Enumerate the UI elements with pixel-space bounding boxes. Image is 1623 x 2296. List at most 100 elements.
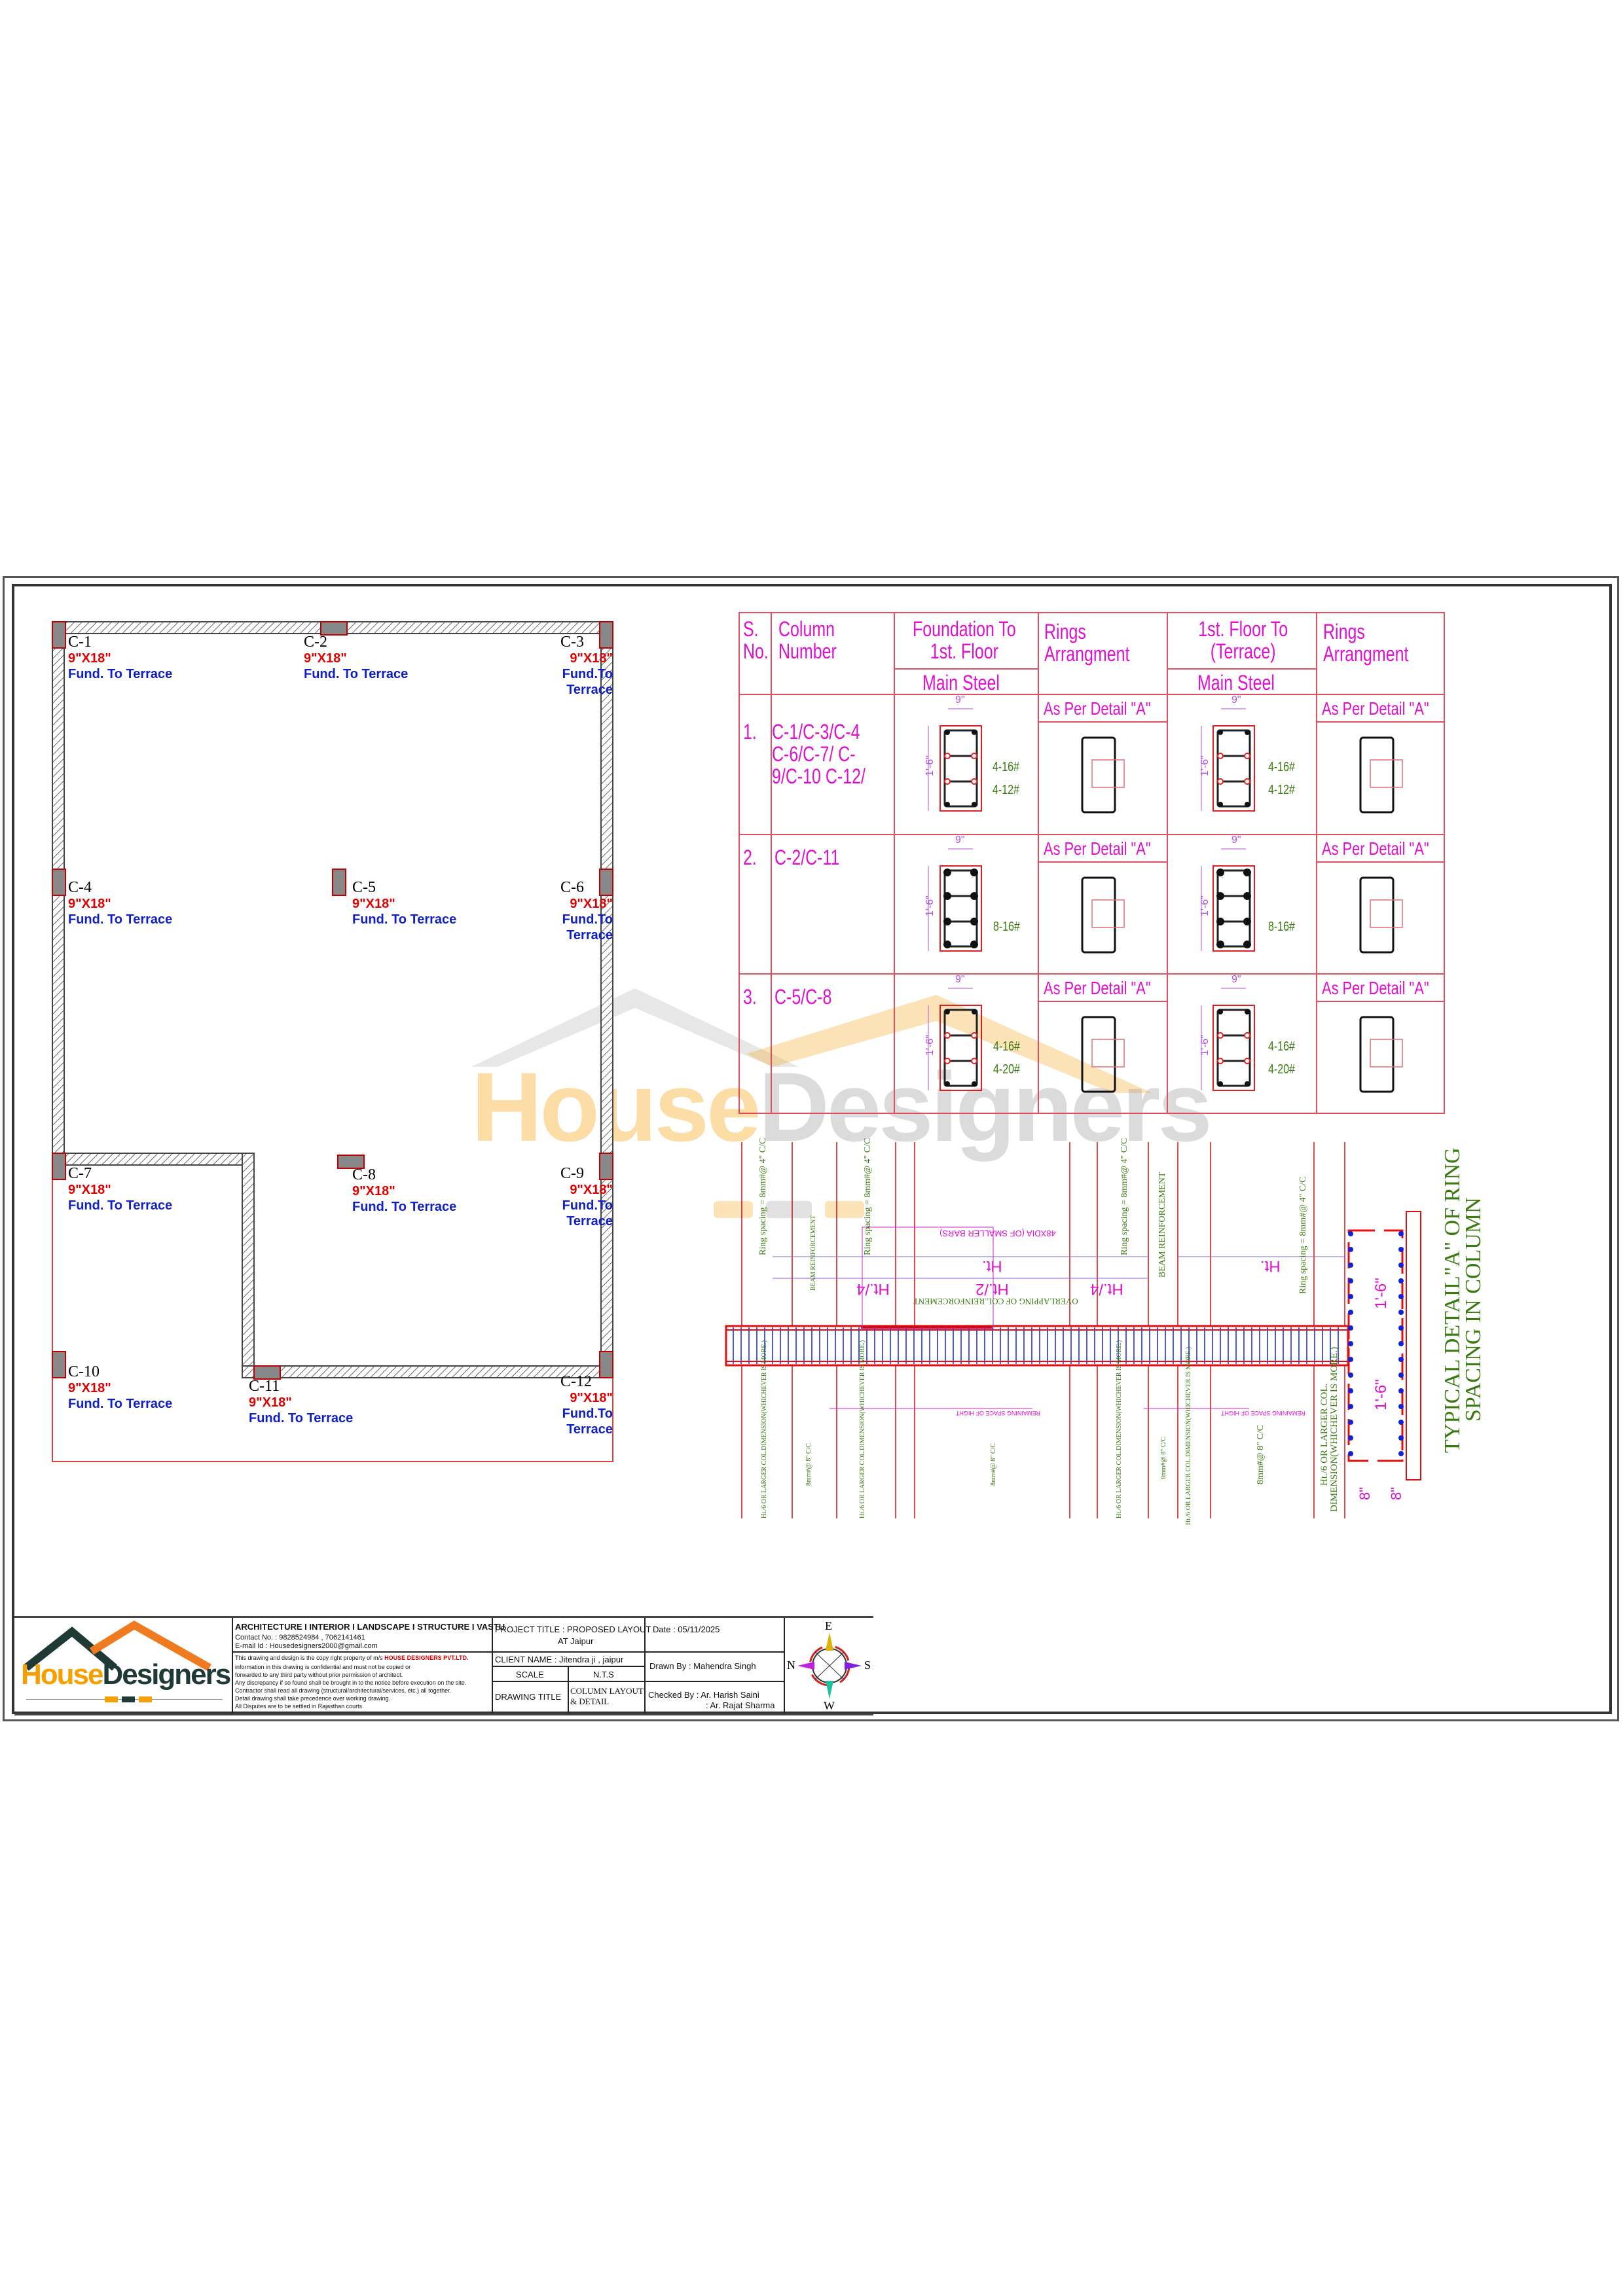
watermark-brand-a: House bbox=[471, 1052, 761, 1162]
rebar bbox=[1217, 753, 1224, 759]
column-id: C-9 bbox=[560, 1165, 584, 1182]
detail-drawing bbox=[725, 1142, 1421, 1518]
ring-note: As Per Detail "A" bbox=[1044, 838, 1151, 859]
column-section bbox=[1201, 708, 1255, 812]
spacing8-label: 8mm#@ 8" C/C bbox=[1256, 1425, 1266, 1484]
rebar bbox=[1218, 802, 1223, 807]
tie-dot bbox=[1348, 1294, 1353, 1299]
ring-note: As Per Detail "A" bbox=[1322, 978, 1429, 998]
bar-label: 4-12# bbox=[1268, 783, 1295, 797]
column-note: Fund. To Terrace bbox=[68, 1397, 173, 1411]
ht6-label: Ht./6 OR LARGER COL.DIMENSION(WHICHEVER … bbox=[1116, 1340, 1123, 1518]
remaining-space-label: REMAINING SPACE OF HIGHT bbox=[956, 1410, 1040, 1416]
column-note: Fund.To Terrace bbox=[562, 667, 613, 697]
table-row: 2. C-2/C-11 As Per Detail "A" As Per Det… bbox=[739, 834, 1444, 974]
rebar bbox=[1243, 869, 1251, 876]
checked-by-2: : Ar. Rajat Sharma bbox=[706, 1700, 775, 1710]
rebar bbox=[1216, 918, 1224, 925]
contact-line: Contact No. : 9828524984 , 7062141461 bbox=[235, 1634, 365, 1641]
services-line: ARCHITECTURE I INTERIOR I LANDSCAPE I ST… bbox=[235, 1622, 505, 1632]
tie-dot bbox=[1398, 1341, 1404, 1346]
ht6-label: Ht./6 OR LARGER COL.DIMENSION(WHICHEVER … bbox=[761, 1340, 768, 1518]
rebar bbox=[972, 1009, 977, 1014]
tie-dot bbox=[1348, 1231, 1353, 1236]
width-dim: 9" bbox=[955, 834, 965, 846]
column-note: Fund. To Terrace bbox=[304, 667, 409, 681]
ring-spacing-label: Ring spacing = 8mm#@ 4" C/C bbox=[863, 1138, 873, 1255]
inner-ring bbox=[1091, 899, 1125, 928]
cover-outline bbox=[939, 865, 982, 952]
dim-1-6: 1'-6" bbox=[1372, 1379, 1390, 1410]
drawing-title-label: DRAWING TITLE bbox=[495, 1692, 562, 1702]
tie-dot bbox=[1398, 1278, 1404, 1283]
column-schedule-table: S. No. Column Number Foundation To 1st. … bbox=[739, 612, 1445, 1114]
tie-dot bbox=[1348, 1420, 1353, 1425]
title-block: HouseDesigners ARCHITECTURE I INTERIOR I… bbox=[14, 1616, 873, 1715]
column-id: C-11 bbox=[249, 1378, 280, 1395]
ht-label: Ht. bbox=[982, 1257, 1002, 1275]
inner-ring bbox=[1370, 1039, 1403, 1067]
column-id: C-1 bbox=[68, 634, 92, 651]
column-note: Fund. To Terrace bbox=[68, 1198, 173, 1213]
column-id: C-7 bbox=[68, 1165, 92, 1182]
project-title: PROJECT TITLE : PROPOSED LAYOUT bbox=[495, 1624, 651, 1634]
tie-dot bbox=[1348, 1435, 1353, 1441]
compass-n: N bbox=[787, 1659, 795, 1672]
tie bbox=[1216, 869, 1251, 948]
tie-dot bbox=[1398, 1325, 1404, 1331]
rebar bbox=[1216, 892, 1224, 900]
plan-walls bbox=[52, 621, 613, 1462]
table-grid bbox=[739, 612, 1445, 1114]
ring bbox=[1081, 876, 1116, 954]
row-columns: C-2/C-11 bbox=[775, 846, 840, 869]
company-logo: HouseDesigners bbox=[20, 1621, 231, 1710]
project-location: AT Jaipur bbox=[558, 1636, 594, 1646]
note: Any discrepancy if so found shall be bro… bbox=[235, 1679, 467, 1686]
rebar bbox=[943, 941, 951, 948]
bar-label: 4-12# bbox=[993, 783, 1019, 797]
bar-label: 4-16# bbox=[1268, 760, 1295, 774]
sheet-inner-border bbox=[12, 584, 1612, 1714]
tie bbox=[1216, 1009, 1251, 1087]
tie-dot bbox=[1348, 1247, 1353, 1252]
rebar bbox=[972, 802, 977, 807]
tie bbox=[1216, 729, 1251, 808]
row-sno: 1. bbox=[743, 720, 757, 744]
width-dim: 9" bbox=[1231, 974, 1241, 985]
column-id: C-10 bbox=[68, 1363, 100, 1380]
column-note: Fund. To Terrace bbox=[249, 1411, 354, 1426]
rebar bbox=[970, 869, 978, 876]
column-outer bbox=[1406, 1211, 1421, 1480]
column-id: C-6 bbox=[560, 879, 584, 896]
tie-dot bbox=[1348, 1357, 1353, 1362]
remaining-space-label: REMAINING SPACE OF HIGHT bbox=[1221, 1410, 1305, 1416]
header-main-steel-1: Main Steel bbox=[922, 671, 1000, 694]
rebar bbox=[944, 1032, 951, 1039]
height-dim: 1'-6" bbox=[924, 1035, 936, 1056]
inner-ring bbox=[1370, 759, 1403, 788]
rebar bbox=[944, 1058, 951, 1064]
height-dim: 1'-6" bbox=[1199, 755, 1211, 776]
column-note: Fund. To Terrace bbox=[352, 912, 457, 927]
column-id: C-8 bbox=[352, 1166, 376, 1183]
rebar bbox=[1217, 1058, 1224, 1064]
rebar bbox=[1216, 941, 1224, 948]
dim-8: 8" bbox=[1357, 1486, 1373, 1500]
ring-diagram bbox=[1359, 876, 1403, 954]
column-section bbox=[928, 848, 982, 952]
column-size: 9"X18" bbox=[68, 651, 111, 666]
ring-note: As Per Detail "A" bbox=[1044, 978, 1151, 998]
ht6-text: Ht./6 OR LARGER COL.DIMENSION(WHICHEVER … bbox=[859, 1340, 866, 1518]
column-id: C-4 bbox=[68, 879, 92, 896]
notes: information in this drawing is confident… bbox=[235, 1663, 466, 1710]
logo-text-b: Designers bbox=[102, 1659, 231, 1691]
ring-note: As Per Detail "A" bbox=[1322, 698, 1429, 719]
tie bbox=[943, 869, 978, 948]
inner-ring bbox=[1091, 1039, 1125, 1067]
header-first-floor: 1st. Floor To (Terrace) bbox=[1198, 617, 1288, 663]
rebar bbox=[1245, 1009, 1250, 1014]
height-dim: 1'-6" bbox=[924, 755, 936, 776]
